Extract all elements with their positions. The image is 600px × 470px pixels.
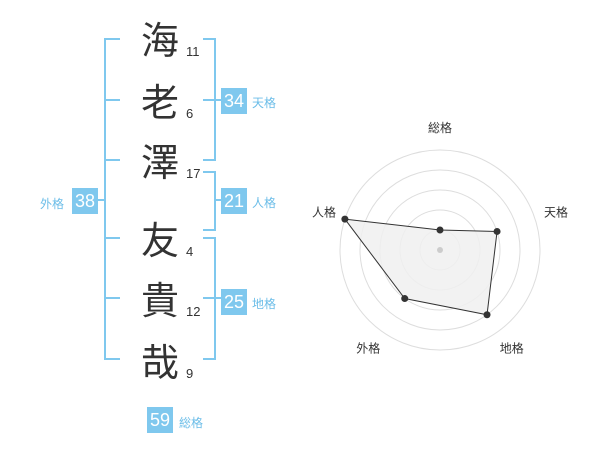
gaikaku-value: 38 — [72, 188, 98, 214]
tenkaku-label: 天格 — [252, 96, 277, 110]
name-char-4: 友 — [141, 219, 180, 263]
outer-bracket — [104, 38, 120, 360]
radar-area — [343, 218, 498, 316]
radar-ring — [339, 149, 541, 351]
radar-center — [437, 247, 443, 253]
stroke-count-4: 4 — [186, 244, 194, 259]
tenkaku-value: 34 — [221, 88, 247, 114]
radar-ring — [359, 169, 521, 331]
name-char-5: 貴 — [141, 279, 180, 323]
radar-point-3 — [483, 311, 491, 319]
stroke-count-3: 17 — [186, 166, 201, 181]
radar-point-2 — [493, 227, 501, 235]
radar-axis-label-1: 総格 — [428, 120, 452, 135]
name-char-2: 老 — [141, 81, 180, 125]
radar-axis-label-5: 人格 — [312, 204, 336, 219]
name-char-6: 哉 — [141, 341, 180, 385]
radar-axis-label-3: 地格 — [500, 341, 524, 356]
stroke-count-1: 11 — [186, 44, 200, 59]
stroke-count-6: 9 — [186, 366, 194, 381]
radar-point-4 — [401, 295, 409, 303]
jinkaku-label: 人格 — [252, 196, 277, 210]
soukaku-label: 総格 — [179, 416, 204, 430]
radar-axis-label-2: 天格 — [544, 204, 568, 219]
gaikaku-label: 外格 — [40, 197, 65, 211]
radar-axis-label-4: 外格 — [356, 341, 380, 356]
stroke-count-5: 12 — [186, 304, 201, 319]
jinkaku-value: 21 — [221, 188, 247, 214]
radar-point-1 — [436, 226, 444, 234]
name-char-1: 海 — [141, 19, 180, 63]
radar-point-5 — [341, 215, 349, 223]
jinkaku-bracket — [203, 171, 216, 231]
chikaku-value: 25 — [221, 289, 247, 315]
chikaku-label: 地格 — [252, 297, 277, 311]
name-char-3: 澤 — [141, 141, 180, 185]
soukaku-value: 59 — [147, 407, 173, 433]
stroke-count-2: 6 — [186, 106, 194, 121]
